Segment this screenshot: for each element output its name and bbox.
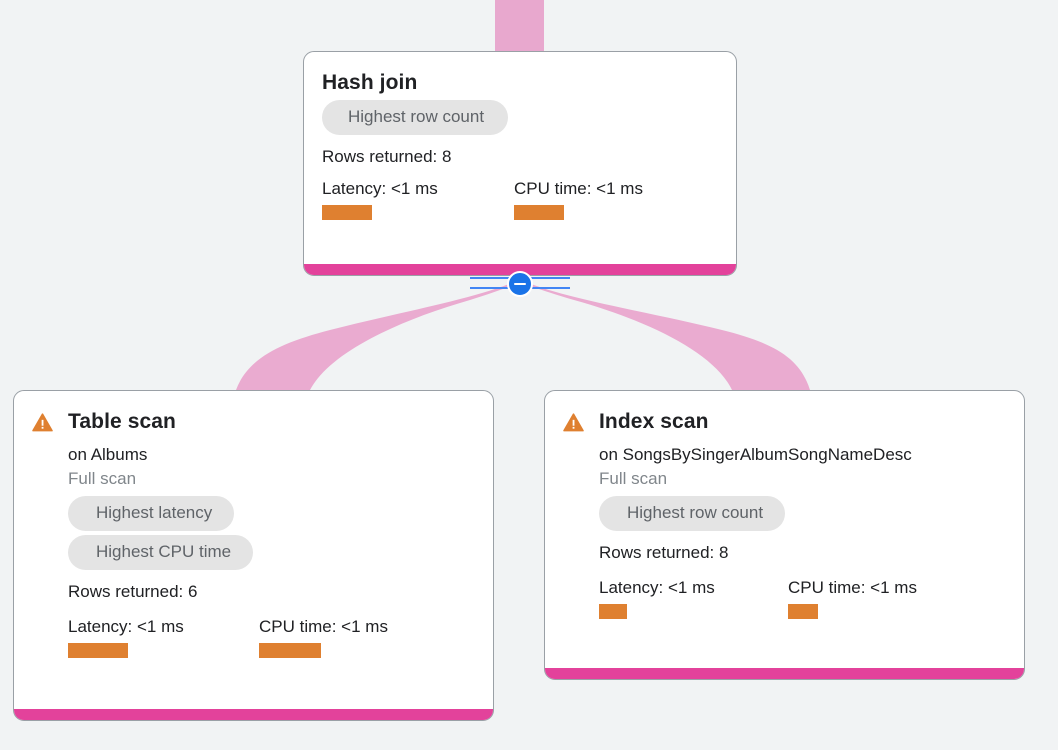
metric-latency-label: Latency: <1 ms [599, 578, 715, 597]
node-index-scan[interactable]: Index scan on SongsBySingerAlbumSongName… [544, 390, 1025, 680]
node-chips: Highest latency Highest CPU time [68, 496, 475, 570]
node-scan-type: Full scan [68, 469, 137, 488]
node-header: Hash join [322, 70, 718, 96]
warning-triangle-icon [32, 413, 53, 432]
node-title: Table scan [68, 410, 176, 433]
metric-latency-label: Latency: <1 ms [322, 179, 438, 198]
chip-highest-row-count: Highest row count [599, 496, 786, 531]
warning-slot [563, 409, 599, 432]
edge-in-top [495, 0, 544, 54]
node-header: Table scan on Albums Full scan Highest l… [32, 409, 475, 658]
metric-cpu-time: CPU time: <1 ms [514, 178, 643, 220]
node-metrics: Latency: <1 ms CPU time: <1 ms [322, 178, 718, 220]
node-accent-bar [304, 264, 736, 275]
chip-highest-cpu-time: Highest CPU time [68, 535, 254, 570]
node-header-text: Table scan on Albums Full scan Highest l… [68, 409, 475, 658]
collapse-children-toggle[interactable] [470, 271, 570, 297]
node-header-text: Hash join [322, 70, 718, 96]
minus-circle-icon[interactable] [507, 271, 533, 297]
metric-latency-label: Latency: <1 ms [68, 617, 184, 636]
metric-cpu-time: CPU time: <1 ms [259, 616, 388, 658]
node-scan-type: Full scan [599, 469, 668, 488]
warning-triangle-icon [563, 413, 584, 432]
warning-slot [32, 409, 68, 432]
metric-latency-bar [68, 643, 128, 658]
edge-hash-join-to-table-scan [236, 282, 516, 390]
node-chips: Highest row count [599, 496, 1006, 531]
metric-latency: Latency: <1 ms [68, 616, 259, 658]
metric-cpu-time-bar [788, 604, 818, 619]
node-table-scan[interactable]: Table scan on Albums Full scan Highest l… [13, 390, 494, 721]
minus-glyph [514, 282, 526, 286]
metric-latency-bar [322, 205, 372, 220]
node-header: Index scan on SongsBySingerAlbumSongName… [563, 409, 1006, 619]
metric-cpu-time-label: CPU time: <1 ms [788, 578, 917, 597]
node-subtitle: on SongsBySingerAlbumSongNameDesc [599, 445, 912, 464]
node-hash-join[interactable]: Hash join Highest row count Rows returne… [303, 51, 737, 276]
node-body: Table scan on Albums Full scan Highest l… [14, 391, 493, 709]
node-body: Index scan on SongsBySingerAlbumSongName… [545, 391, 1024, 668]
metric-cpu-time-label: CPU time: <1 ms [514, 179, 643, 198]
node-accent-bar [545, 668, 1024, 679]
rows-returned: Rows returned: 8 [599, 543, 729, 562]
node-subtitle: on Albums [68, 445, 148, 464]
chip-highest-row-count: Highest row count [322, 100, 509, 135]
metric-cpu-time-bar [259, 643, 321, 658]
node-metrics: Latency: <1 ms CPU time: <1 ms [599, 577, 1006, 619]
metric-cpu-time: CPU time: <1 ms [788, 577, 917, 619]
rows-returned: Rows returned: 8 [322, 147, 452, 166]
metric-cpu-time-label: CPU time: <1 ms [259, 617, 388, 636]
metric-latency-bar [599, 604, 627, 619]
node-title: Index scan [599, 410, 709, 433]
rows-returned: Rows returned: 6 [68, 582, 198, 601]
node-header-text: Index scan on SongsBySingerAlbumSongName… [599, 409, 1006, 619]
metric-latency: Latency: <1 ms [322, 178, 514, 220]
node-chips: Highest row count [322, 100, 718, 135]
node-accent-bar [14, 709, 493, 720]
metric-cpu-time-bar [514, 205, 564, 220]
metric-latency: Latency: <1 ms [599, 577, 788, 619]
node-body: Hash join Highest row count Rows returne… [304, 52, 736, 264]
node-metrics: Latency: <1 ms CPU time: <1 ms [68, 616, 475, 658]
chip-highest-latency: Highest latency [68, 496, 235, 531]
edge-hash-join-to-index-scan [524, 282, 810, 390]
node-title: Hash join [322, 71, 418, 94]
